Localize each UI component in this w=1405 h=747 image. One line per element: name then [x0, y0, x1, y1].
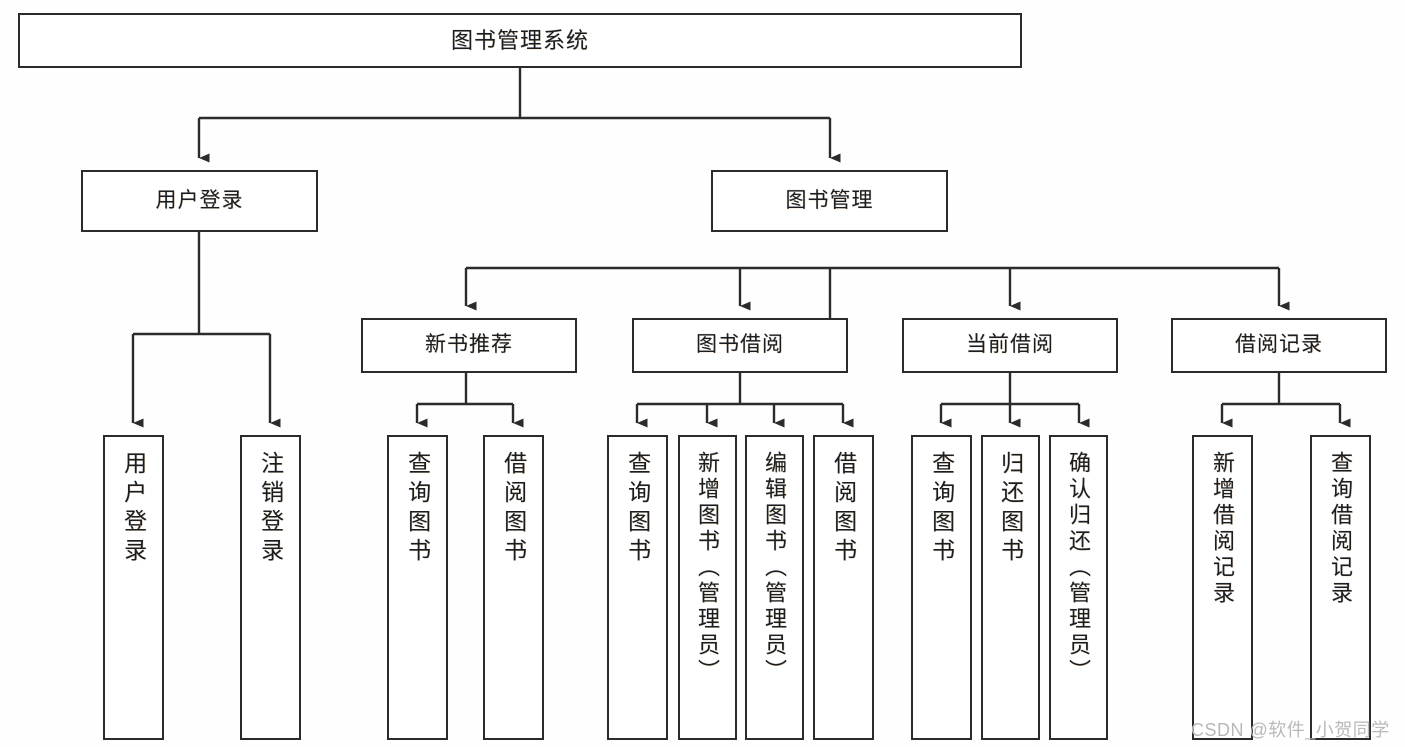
node-label: 借阅图书 [830, 451, 857, 567]
node-leaf-add-borrow-record[interactable]: 新增借阅记录 [1192, 435, 1253, 740]
node-leaf-borrow-book-recommend[interactable]: 借阅图书 [483, 435, 544, 740]
node-leaf-query-book-borrow[interactable]: 查询图书 [607, 435, 668, 740]
node-label: 图书管理 [785, 188, 874, 212]
node-leaf-query-book-recommend[interactable]: 查询图书 [387, 435, 448, 740]
node-label: 借阅图书 [500, 451, 527, 567]
node-book-borrow[interactable]: 图书借阅 [632, 318, 848, 373]
node-leaf-query-borrow-record[interactable]: 查询借阅记录 [1310, 435, 1371, 740]
node-label: 查询图书 [404, 451, 431, 567]
node-leaf-borrow-book[interactable]: 借阅图书 [813, 435, 874, 740]
node-new-book-recommendation[interactable]: 新书推荐 [361, 318, 577, 373]
node-label: 图书管理系统 [450, 27, 589, 53]
node-leaf-add-book-admin[interactable]: 新增图书（管理员） [678, 435, 737, 740]
node-borrow-record[interactable]: 借阅记录 [1171, 318, 1387, 373]
node-book-management-system[interactable]: 图书管理系统 [18, 13, 1022, 68]
node-label: 新书推荐 [425, 333, 513, 357]
node-book-management[interactable]: 图书管理 [711, 170, 948, 232]
node-leaf-logout[interactable]: 注销登录 [240, 435, 301, 740]
node-label: 借阅记录 [1235, 333, 1323, 357]
node-label: 新增图书（管理员） [695, 451, 721, 685]
node-label: 查询图书 [624, 451, 651, 567]
node-leaf-query-book-current[interactable]: 查询图书 [911, 435, 972, 740]
node-label: 新增借阅记录 [1210, 451, 1236, 607]
node-label: 查询借阅记录 [1328, 451, 1354, 607]
node-label: 查询图书 [928, 451, 955, 567]
node-label: 当前借阅 [966, 333, 1054, 357]
node-label: 用户登录 [120, 451, 147, 567]
node-label: 图书借阅 [696, 333, 784, 357]
node-label: 归还图书 [997, 451, 1024, 567]
node-leaf-return-book[interactable]: 归还图书 [981, 435, 1040, 740]
node-label: 确认归还（管理员） [1066, 451, 1092, 685]
node-label: 用户登录 [155, 188, 244, 212]
node-leaf-confirm-return-admin[interactable]: 确认归还（管理员） [1049, 435, 1108, 740]
node-leaf-user-login[interactable]: 用户登录 [103, 435, 164, 740]
node-leaf-edit-book-admin[interactable]: 编辑图书（管理员） [745, 435, 804, 740]
node-label: 编辑图书（管理员） [762, 451, 788, 685]
node-current-borrow[interactable]: 当前借阅 [902, 318, 1118, 373]
node-user-login[interactable]: 用户登录 [81, 170, 318, 232]
node-label: 注销登录 [257, 451, 284, 567]
